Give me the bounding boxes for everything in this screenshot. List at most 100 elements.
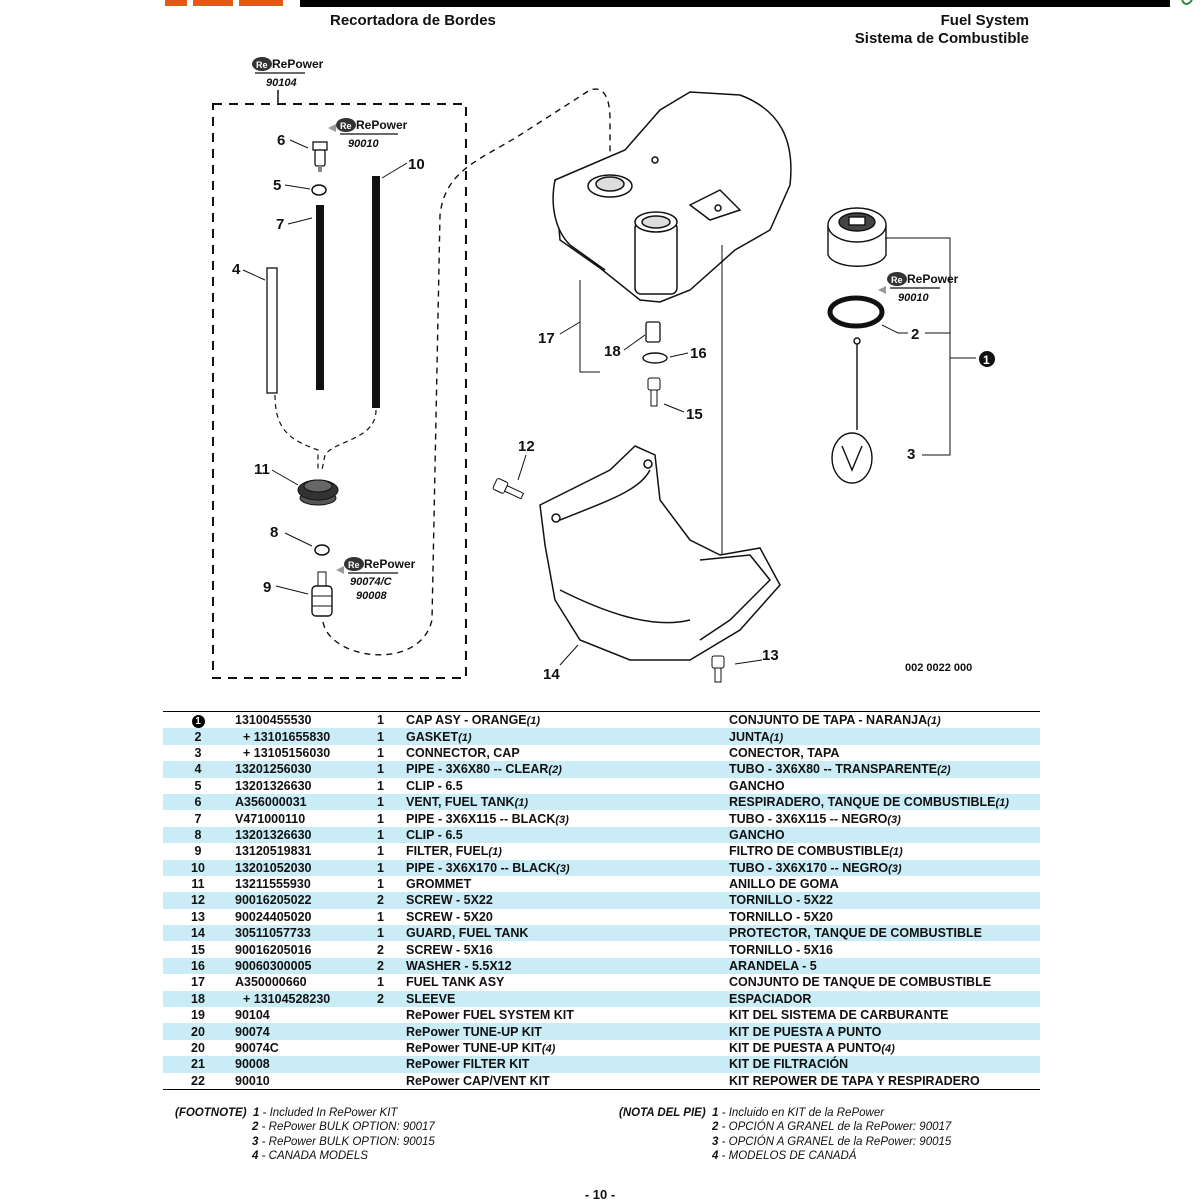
desc-en: RePower TUNE-UP KIT [406, 1041, 542, 1055]
header-rule [300, 0, 1170, 7]
desc-en: GUARD, FUEL TANK [406, 926, 529, 941]
repower-brand-label: RePower [272, 57, 324, 71]
callout-5: 5 [273, 177, 281, 194]
footnote-es-3: - OPCIÓN A GRANEL de la RePower: 90015 [721, 1135, 952, 1148]
callout-11: 11 [254, 461, 270, 478]
row-description-es: KIT REPOWER DE TAPA Y RESPIRADERO [729, 1073, 1040, 1090]
kit-number-vent: 90010 [348, 138, 379, 150]
row-qty: 1 [377, 975, 384, 990]
row-part-number: 90024405020 [235, 909, 312, 924]
black-pipe-short [316, 205, 324, 390]
desc-en: GASKET [406, 729, 459, 744]
desc-en: SLEEVE [406, 991, 456, 1006]
row-description-en: CLIP - 6.5 [406, 826, 729, 844]
row-ref: 18 [163, 990, 233, 1008]
desc-es: KIT DE PUESTA A PUNTO [729, 1041, 882, 1055]
top-bar [0, 0, 1200, 8]
row-qty [377, 1023, 406, 1040]
ref-number: 21 [191, 1057, 205, 1072]
row-part-number: 13201052030 [233, 859, 377, 876]
footnote-en: (FOOTNOTE) 1 - Included In RePower KIT 2… [175, 1106, 435, 1163]
desc-en: SCREW - 5X22 [406, 893, 493, 908]
note-en: (1) [514, 797, 529, 810]
row-ref: 13 [163, 909, 233, 925]
repower-badge-cap: Re RePower 90010 [878, 272, 959, 304]
row-ref: 9 [163, 843, 233, 859]
note-en: (4) [541, 1043, 556, 1055]
kit-number-cap: 90010 [898, 292, 929, 304]
row-part-number: 90074 [233, 1023, 377, 1040]
row-description-en: GUARD, FUEL TANK [406, 925, 729, 942]
note-en: (1) [458, 731, 472, 744]
svg-text:Re: Re [340, 121, 352, 131]
row-ref: 1 [163, 712, 233, 729]
callout-12: 12 [518, 438, 535, 455]
row-qty: 1 [377, 761, 406, 778]
row-ref: 11 [163, 876, 233, 892]
ref-number: 5 [194, 778, 202, 793]
desc-es: TORNILLO - 5X20 [729, 909, 833, 924]
row-part-number: 90074C [235, 1041, 279, 1055]
desc-es: TUBO - 3X6X80 -- TRANSPARENTE [729, 762, 938, 777]
footnote-es-2-num: 2 [712, 1121, 719, 1134]
desc-es: TUBO - 3X6X170 -- NEGRO [729, 860, 889, 875]
row-ref: 16 [163, 957, 233, 975]
row-qty [377, 1073, 406, 1090]
note-en: (1) [488, 846, 502, 859]
row-qty: 2 [377, 957, 406, 975]
row-description-en: GASKET(1) [406, 728, 729, 745]
fuel-tank-guard-part [539, 445, 781, 661]
table-row: 20 90074C RePower TUNE-UP KIT(4) KIT DE PUE… [163, 1040, 1040, 1056]
row-ref: 21 [163, 1056, 233, 1073]
row-qty: 1 [377, 811, 384, 826]
footnote-en-3-num: 3 [252, 1135, 259, 1148]
desc-es: KIT REPOWER DE TAPA Y RESPIRADERO [729, 1073, 980, 1088]
row-description-es: TUBO - 3X6X80 -- TRANSPARENTE(2) [729, 761, 1040, 778]
repower-brand-label: RePower [364, 557, 416, 571]
fuel-filter-part [311, 571, 333, 617]
desc-en: CAP ASY - ORANGE [406, 713, 527, 728]
row-part-number: + 13105156030 [243, 745, 331, 760]
row-part-number: 13211555930 [235, 877, 311, 892]
ref-number: 18 [191, 991, 205, 1006]
row-description-en: RePower CAP/VENT KIT [406, 1073, 729, 1090]
row-description-es: PROTECTOR, TANQUE DE COMBUSTIBLE [729, 925, 1040, 942]
row-description-es: GANCHO [729, 778, 1040, 794]
row-description-en: PIPE - 3X6X115 -- BLACK(3) [406, 810, 729, 826]
note-es: (1) [927, 715, 941, 728]
row-description-en: PIPE - 3X6X170 -- BLACK(3) [406, 859, 729, 876]
row-description-es: CONJUNTO DE TANQUE DE COMBUSTIBLE [729, 974, 1040, 990]
ref-number: 20 [191, 1041, 205, 1055]
row-part-number: A356000031 [233, 793, 377, 811]
note-es: (3) [887, 813, 901, 826]
brand-logo [165, 0, 295, 8]
row-part-number: + 13101655830 [233, 728, 377, 745]
clear-pipe [266, 267, 278, 394]
ref-number: 22 [191, 1073, 205, 1088]
desc-en: CLIP - 6.5 [406, 827, 463, 842]
row-ref: 6 [163, 793, 233, 811]
desc-es: ARANDELA - 5 [729, 959, 817, 974]
desc-es: GANCHO [729, 827, 785, 842]
diagram-reference-code: 002 0022 000 [905, 662, 973, 674]
ref-number: 16 [191, 959, 205, 974]
row-ref: 20 [163, 1040, 233, 1056]
desc-es: GANCHO [729, 778, 785, 793]
cap-connector-part [831, 337, 873, 484]
row-ref: 15 [163, 941, 233, 957]
ref-number: 14 [191, 926, 205, 941]
footnote-es-4: - MODELOS DE CANADÁ [721, 1149, 857, 1162]
callout-1: 1 [983, 353, 990, 367]
repower-brand-label: RePower [356, 118, 408, 132]
callout-10: 10 [408, 156, 425, 173]
callout-14: 14 [543, 666, 560, 683]
row-qty: 2 [377, 990, 406, 1008]
clip-part [311, 184, 327, 196]
ref-number: 8 [194, 827, 202, 842]
